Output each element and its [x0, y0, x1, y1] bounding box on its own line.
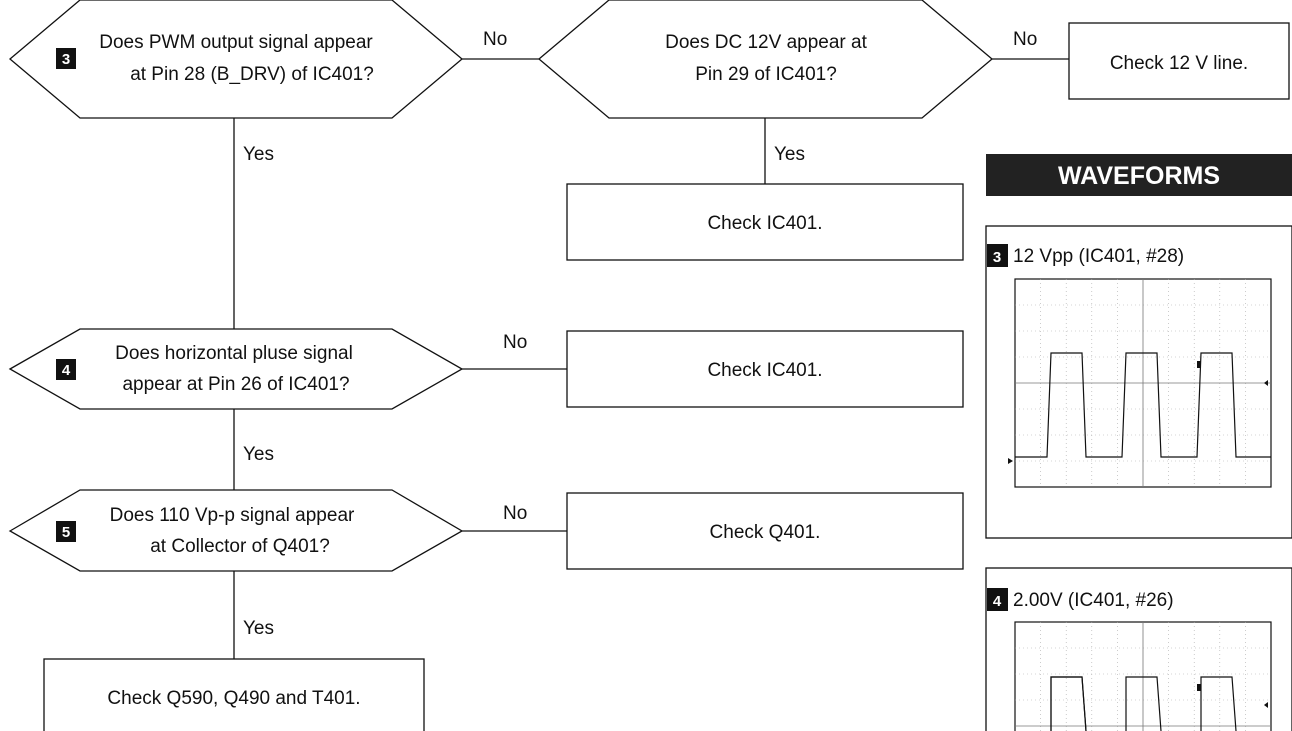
connectors	[233, 58, 1069, 659]
edge-label-yes: Yes	[243, 144, 274, 165]
decision-text-line1: Does horizontal pluse signal	[115, 343, 353, 364]
edge-label-yes: Yes	[243, 618, 274, 639]
action-text: Check Q590, Q490 and T401.	[107, 688, 360, 709]
action-check-12v-line: Check 12 V line.	[1068, 22, 1290, 100]
decision-text-line2: at Pin 28 (B_DRV) of IC401?	[130, 64, 374, 85]
waveform-badge-number: 4	[993, 593, 1002, 610]
oscilloscope-screen	[1014, 621, 1272, 731]
step-badge-number: 3	[62, 51, 70, 68]
action-text: Check 12 V line.	[1110, 53, 1248, 74]
waveform-panel-3: 3 12 Vpp (IC401, #28)	[985, 225, 1292, 539]
edge-label-yes: Yes	[243, 444, 274, 465]
decision-dc-12v: Does DC 12V appear at Pin 29 of IC401?	[537, 0, 994, 119]
edge-label-no: No	[503, 332, 527, 353]
action-check-ic401: Check IC401.	[566, 183, 964, 261]
edge-label-no: No	[483, 29, 507, 50]
action-check-q590-q490-t401: Check Q590, Q490 and T401.	[43, 658, 425, 731]
step-badge	[56, 359, 76, 380]
decision-text-line1: Does 110 Vp-p signal appear	[110, 505, 355, 526]
waveform-label: 12 Vpp (IC401, #28)	[1013, 246, 1184, 267]
step-badge-number: 5	[62, 524, 70, 541]
decision-pwm-output: 3 Does PWM output signal appear at Pin 2…	[8, 0, 464, 119]
step-badge	[56, 48, 76, 69]
waveform-panel-4: 4 2.00V (IC401, #26)	[985, 567, 1292, 731]
edge-label-yes: Yes	[774, 144, 805, 165]
edge-label-no: No	[503, 503, 527, 524]
step-badge-number: 4	[62, 362, 71, 379]
decision-text-line1: Does DC 12V appear at	[665, 32, 867, 53]
waveforms-heading-text: WAVEFORMS	[1058, 162, 1220, 190]
action-check-ic401: Check IC401.	[566, 330, 964, 408]
action-text: Check IC401.	[707, 213, 822, 234]
decision-horizontal-pulse: 4 Does horizontal pluse signal appear at…	[8, 328, 464, 410]
decision-110vpp-signal: 5 Does 110 Vp-p signal appear at Collect…	[8, 489, 464, 572]
edge-label-no: No	[1013, 29, 1037, 50]
decision-text-line1: Does PWM output signal appear	[99, 32, 373, 53]
action-text: Check IC401.	[707, 360, 822, 381]
decision-text-line2: appear at Pin 26 of IC401?	[122, 374, 349, 395]
waveform-badge	[987, 588, 1008, 611]
waveforms-heading: WAVEFORMS	[986, 154, 1292, 196]
decision-text-line2: Pin 29 of IC401?	[695, 64, 837, 85]
decision-text-line2: at Collector of Q401?	[150, 536, 330, 557]
action-check-q401: Check Q401.	[566, 492, 964, 570]
waveform-badge	[987, 244, 1008, 267]
action-text: Check Q401.	[710, 522, 821, 543]
oscilloscope-screen	[1008, 278, 1272, 488]
waveform-label: 2.00V (IC401, #26)	[1013, 590, 1174, 611]
waveform-badge-number: 3	[993, 249, 1001, 266]
step-badge	[56, 521, 76, 542]
